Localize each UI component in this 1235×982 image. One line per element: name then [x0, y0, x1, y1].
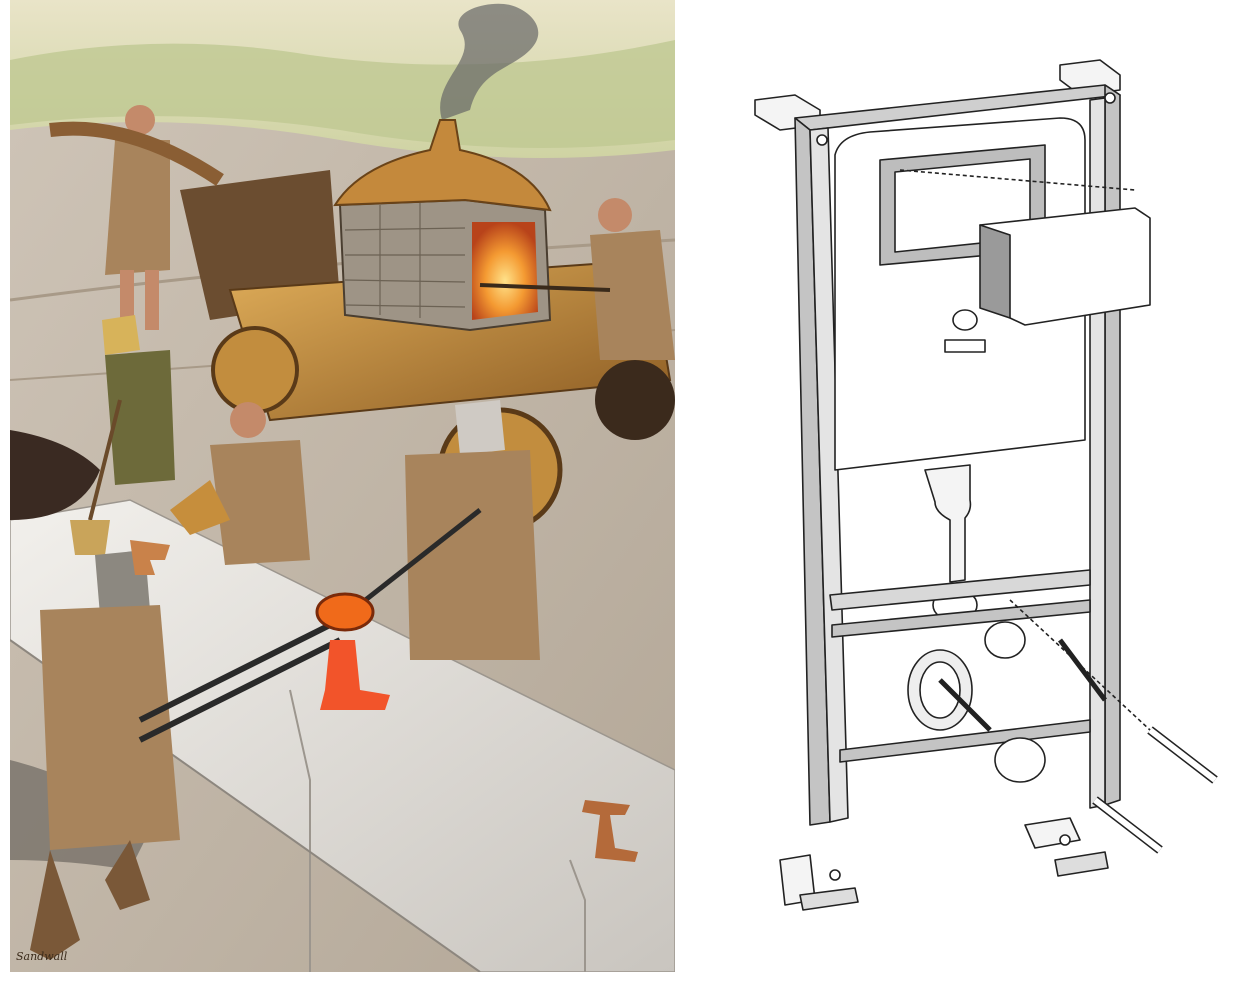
frame-right-upright	[1104, 84, 1121, 806]
block-joint	[569, 859, 586, 972]
threaded-rod	[1058, 638, 1107, 702]
foot-plate-left	[799, 887, 859, 911]
pan-connector-inner	[919, 661, 961, 719]
smiths-illustration: Sandwall	[10, 0, 675, 972]
bolt	[816, 134, 828, 146]
worker-bellows	[49, 105, 224, 330]
crucible	[315, 592, 375, 632]
cart-wheel-left	[211, 326, 299, 414]
pan-sleeve	[994, 737, 1046, 783]
bolt	[1104, 92, 1116, 104]
furnace-fire	[472, 222, 538, 320]
chimney-smoke	[440, 3, 539, 120]
drain-pipe	[924, 464, 972, 583]
hills	[10, 40, 675, 148]
assembly-guide-line	[899, 169, 1136, 191]
stone-kerb	[10, 499, 675, 972]
flush-plate-box-side	[979, 224, 1011, 319]
toilet-frame-svg	[754, 59, 1218, 911]
support-bar-fill	[1093, 797, 1162, 853]
cart-shafts	[180, 170, 340, 320]
frame-lower-rail	[831, 599, 1091, 638]
bolt	[1059, 834, 1071, 846]
water-inlet-sleeve	[984, 621, 1026, 659]
frame-left-upright-side	[809, 127, 849, 823]
support-bar-fill	[1148, 727, 1217, 783]
smiths-illustration-svg: Sandwall	[10, 0, 675, 972]
cart-wheel-rear	[595, 360, 675, 440]
assembly-guide-line	[1009, 599, 1151, 731]
cistern-hole	[952, 309, 978, 331]
worker-kneeling	[170, 402, 310, 565]
foot-bracket-right	[1024, 817, 1081, 849]
frame-bottom-rail	[839, 719, 1091, 763]
toilet-frame-diagram	[740, 40, 1230, 940]
frame-right-upright-side	[1089, 97, 1106, 809]
charcoal-pile	[10, 430, 100, 520]
small-clamp	[130, 540, 170, 575]
furnace-hood	[333, 119, 552, 212]
foot-plate-right	[1054, 851, 1109, 877]
threaded-rod	[938, 678, 992, 732]
artist-signature: Sandwall	[16, 950, 68, 963]
forge-cart	[180, 119, 675, 533]
bronze-clamp	[582, 800, 638, 862]
worker-broom	[70, 315, 175, 555]
block-joint	[289, 689, 311, 972]
molten-clamp	[320, 640, 390, 710]
frame-mid-rail	[829, 569, 1091, 611]
cistern-label	[944, 339, 986, 353]
worker-poker	[479, 198, 675, 360]
bolt	[829, 869, 841, 881]
